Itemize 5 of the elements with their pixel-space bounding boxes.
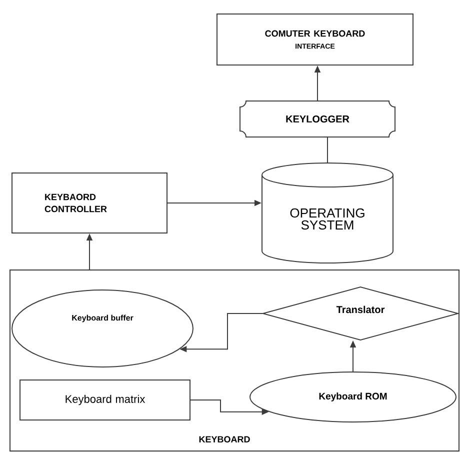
controller-box: KEYBAORD CONTROLLER xyxy=(12,172,168,234)
operating-system-cylinder: OPERATING SYSTEM xyxy=(262,162,394,264)
matrix-box: Keyboard matrix xyxy=(20,379,190,420)
keylogger-box: KEYLOGGER xyxy=(240,100,396,138)
node-label: OPERATING SYSTEM xyxy=(290,208,364,230)
